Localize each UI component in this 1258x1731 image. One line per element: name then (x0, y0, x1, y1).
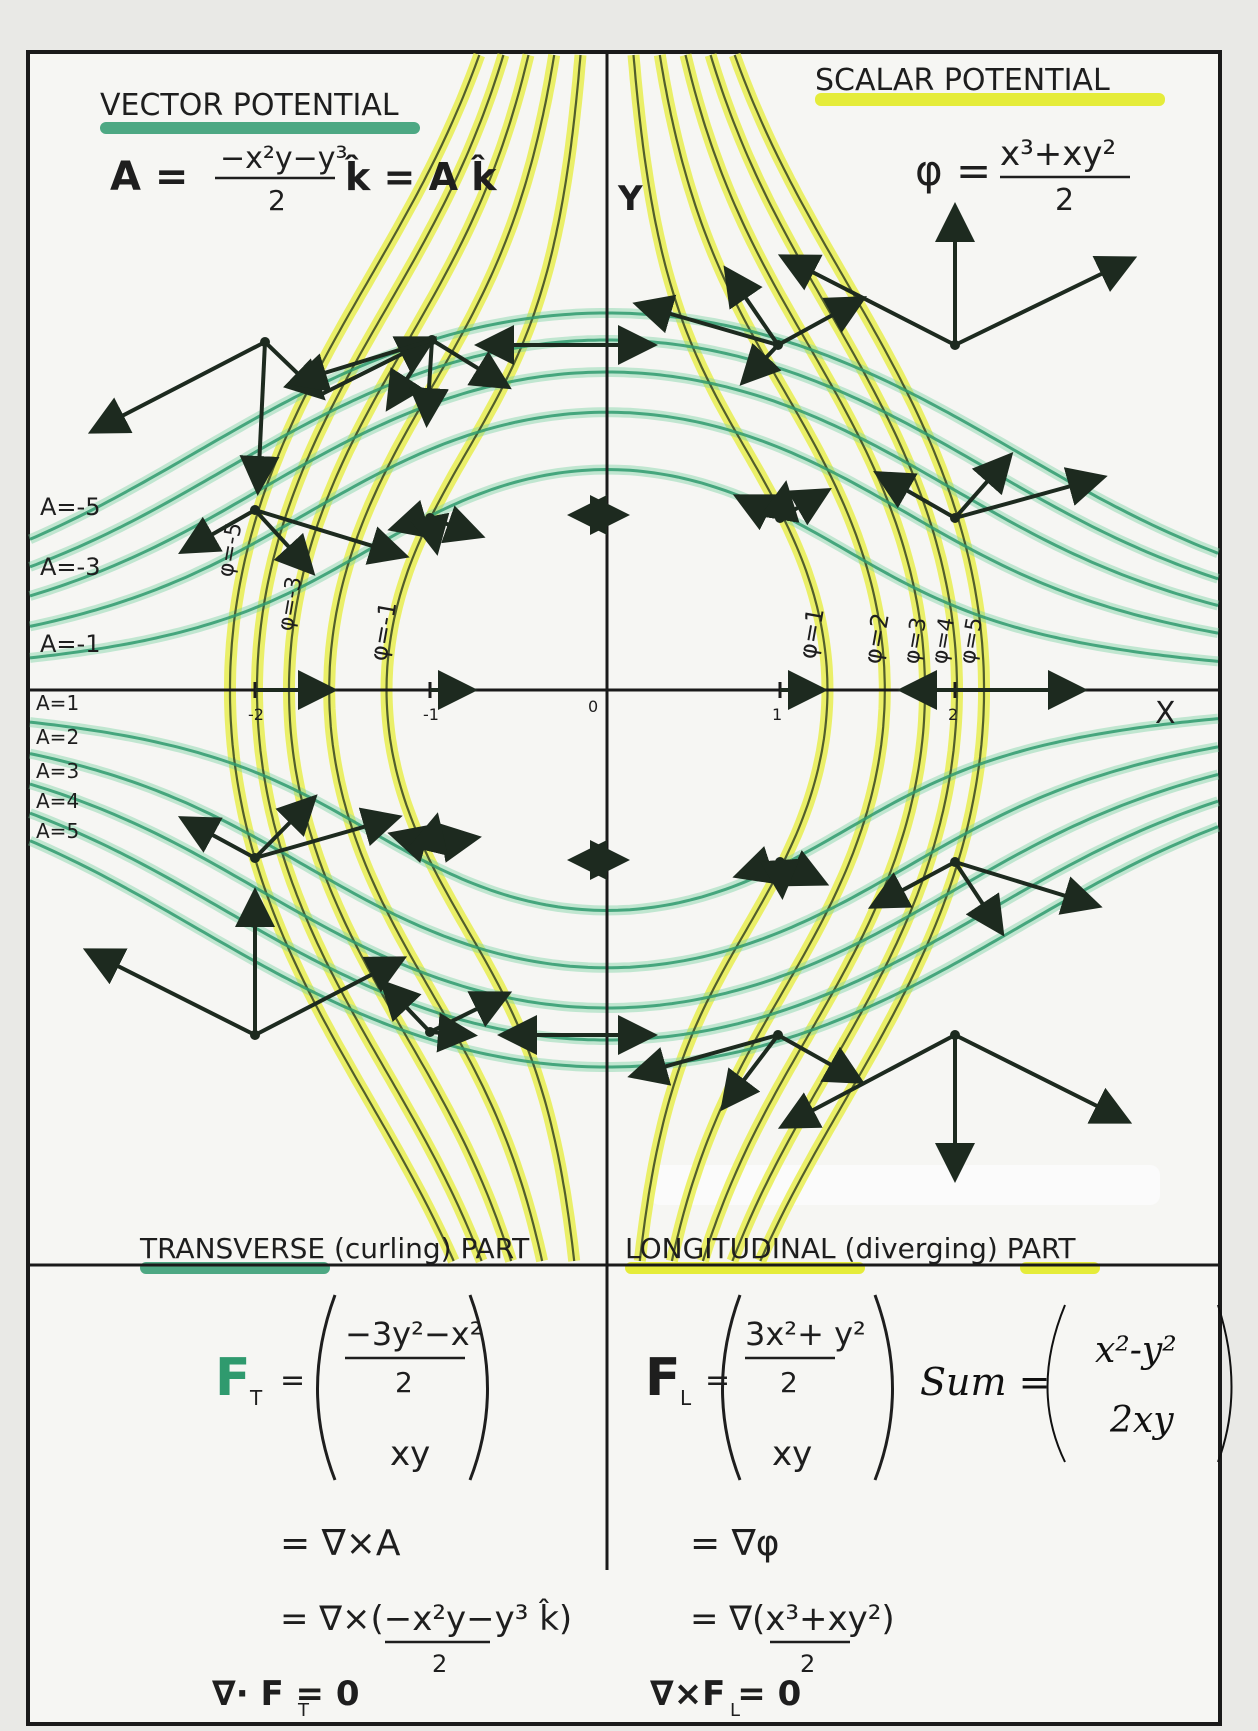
longitudinal-line1: = ∇φ (690, 1523, 779, 1564)
longitudinal-F-subscript: L (680, 1386, 692, 1410)
transverse-line2: = ∇×(−x²y−y³ k̂) (280, 1598, 572, 1639)
A-label-2: A=2 (36, 725, 79, 749)
transverse-line1: = ∇×A (280, 1523, 401, 1564)
y-axis-label: Y (617, 179, 643, 219)
x-axis-label: X (1155, 696, 1176, 731)
scalar-potential-numerator: x³+xy² (1000, 134, 1116, 174)
transverse-top-numerator: −3y²−x² (345, 1315, 483, 1353)
transverse-identity: ∇· F = 0 (212, 1674, 360, 1714)
tick-label-pos1: 1 (772, 705, 782, 724)
vector-potential-numerator: −x²y−y³ (220, 141, 348, 176)
longitudinal-top-denominator: 2 (780, 1366, 798, 1399)
vector-potential-heading: VECTOR POTENTIAL (100, 88, 399, 123)
tick-label-zero: 0 (588, 697, 598, 716)
tick-label-pos2: 2 (948, 705, 958, 724)
scalar-potential-heading: SCALAR POTENTIAL (815, 63, 1110, 98)
longitudinal-heading: LONGITUDINAL (diverging) PART (625, 1232, 1076, 1265)
A-label-neg5: A=-5 (40, 493, 100, 521)
A-label-4: A=4 (36, 789, 79, 813)
transverse-F-subscript: T (249, 1386, 263, 1410)
longitudinal-identity-subscript: L (730, 1700, 740, 1721)
transverse-heading: TRANSVERSE (curling) PART (139, 1232, 530, 1265)
vector-potential-highlight (100, 122, 420, 134)
longitudinal-line2: = ∇(x³+xy²) (690, 1599, 895, 1639)
transverse-bottom: xy (390, 1434, 430, 1474)
transverse-identity-subscript: T (297, 1700, 310, 1721)
transverse-line2-denominator: 2 (432, 1650, 447, 1678)
longitudinal-equals: = (705, 1363, 730, 1398)
sum-lhs: Sum = (920, 1360, 1050, 1404)
scalar-potential-denominator: 2 (1055, 183, 1074, 218)
scalar-potential-lhs: φ = (915, 146, 991, 195)
sum-bottom: 2xy (1109, 1400, 1174, 1441)
transverse-equals: = (280, 1363, 305, 1398)
transverse-top-denominator: 2 (395, 1366, 413, 1399)
vector-potential-denominator: 2 (268, 184, 286, 217)
longitudinal-bottom: xy (772, 1434, 812, 1474)
A-label-neg3: A=-3 (40, 553, 100, 581)
longitudinal-identity: ∇×F = 0 (650, 1674, 801, 1714)
longitudinal-line2-denominator: 2 (800, 1650, 815, 1678)
sum-top: x²-y² (1095, 1330, 1177, 1371)
vector-potential-lhs: A = (110, 154, 188, 200)
longitudinal-top-numerator: 3x²+ y² (745, 1315, 866, 1353)
longitudinal-F-symbol: F (645, 1348, 681, 1408)
tick-label-neg2: -2 (248, 705, 264, 724)
A-label-1: A=1 (36, 691, 79, 715)
A-label-3: A=3 (36, 759, 79, 783)
A-label-5: A=5 (36, 819, 79, 843)
tick-label-neg1: -1 (423, 705, 439, 724)
A-label-neg1: A=-1 (40, 630, 100, 658)
transverse-F-symbol: F (215, 1348, 251, 1408)
vector-potential-tail: k̂ = A k̂ (344, 155, 497, 199)
